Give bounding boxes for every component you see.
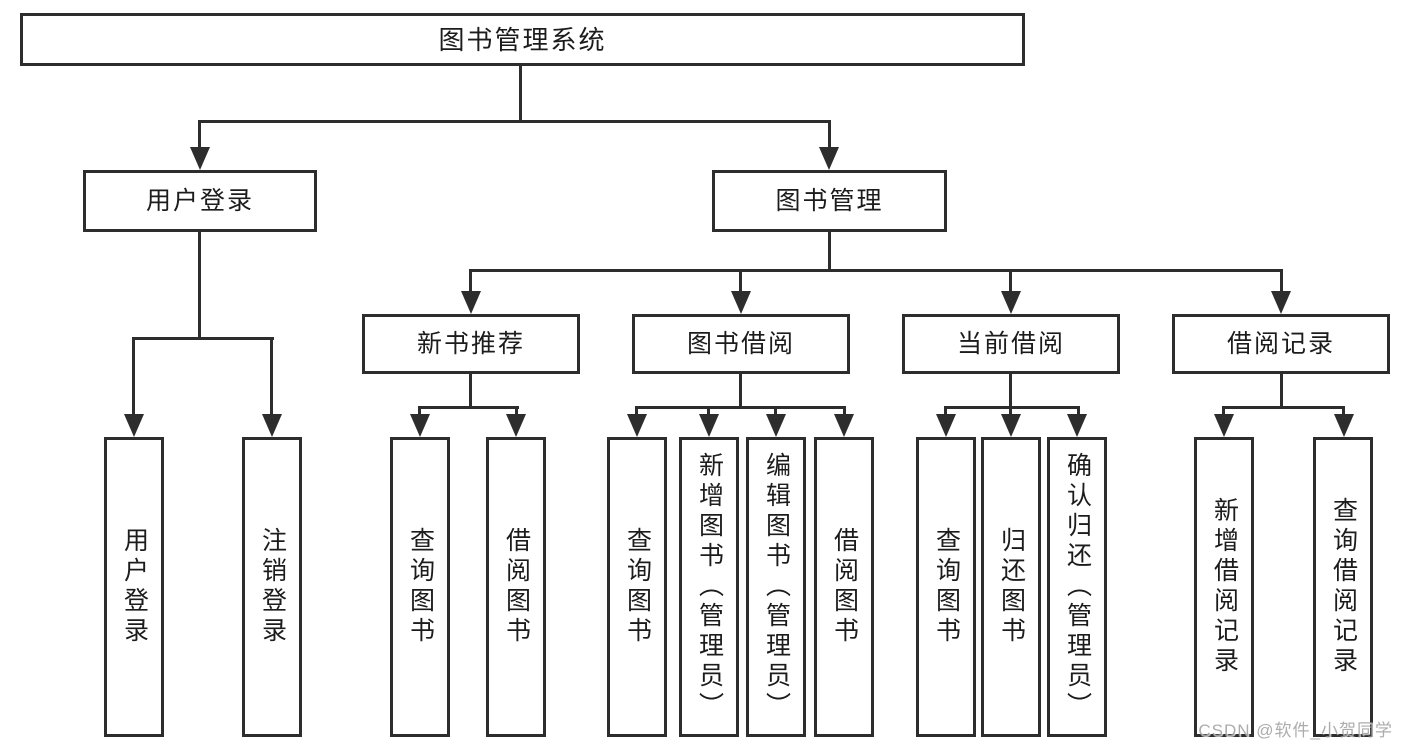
connector-line xyxy=(1280,269,1283,295)
leaf-records-query-record: 查询借阅记录 xyxy=(1313,437,1373,737)
node-user-login: 用户登录 xyxy=(83,170,317,232)
leaf-current-return-books: 归还图书 xyxy=(981,437,1041,737)
connector-line xyxy=(1009,406,1012,418)
arrow-down-icon xyxy=(1001,291,1021,314)
arrow-down-icon xyxy=(1334,414,1354,437)
connector-line xyxy=(635,406,846,409)
leaf-current-confirm-return-admin: 确认归还（管理员） xyxy=(1047,437,1107,737)
leaf-recommend-borrow-books: 借阅图书 xyxy=(486,437,546,737)
arrow-down-icon xyxy=(699,414,719,437)
connector-line xyxy=(418,406,421,418)
leaf-borrow-query-books: 查询图书 xyxy=(607,437,667,737)
leaf-current-query-books: 查询图书 xyxy=(916,437,976,737)
arrow-down-icon xyxy=(262,414,282,437)
arrow-down-icon xyxy=(1001,414,1021,437)
leaf-user-login: 用户登录 xyxy=(104,437,164,737)
node-new-book-recommend: 新书推荐 xyxy=(362,314,580,374)
connector-line xyxy=(469,269,472,295)
connector-line xyxy=(1009,269,1012,295)
connector-line xyxy=(1009,374,1012,409)
csdn-watermark: CSDN @软件_小贺同学 xyxy=(1198,721,1393,740)
leaf-recommend-query-books: 查询图书 xyxy=(390,437,450,737)
connector-line xyxy=(944,406,1080,409)
connector-line xyxy=(1222,406,1225,418)
connector-line xyxy=(132,337,274,340)
connector-line xyxy=(270,337,273,417)
connector-line xyxy=(707,406,710,418)
arrow-down-icon xyxy=(834,414,854,437)
leaf-logout: 注销登录 xyxy=(242,437,302,737)
arrow-down-icon xyxy=(461,291,481,314)
connector-line xyxy=(198,120,201,150)
arrow-down-icon xyxy=(731,291,751,314)
node-book-management: 图书管理 xyxy=(712,170,947,232)
connector-line xyxy=(515,406,518,418)
node-borrow-records: 借阅记录 xyxy=(1172,314,1390,374)
connector-line xyxy=(1222,406,1345,409)
connector-line xyxy=(1280,374,1283,409)
node-book-borrow: 图书借阅 xyxy=(632,314,850,374)
connector-line xyxy=(469,269,1283,272)
connector-line xyxy=(843,406,846,418)
arrow-down-icon xyxy=(410,414,430,437)
arrow-down-icon xyxy=(627,414,647,437)
connector-line xyxy=(519,64,522,123)
arrow-down-icon xyxy=(936,414,956,437)
arrow-down-icon xyxy=(1271,291,1291,314)
connector-line xyxy=(132,337,135,417)
connector-line xyxy=(198,120,831,123)
leaf-records-add-record: 新增借阅记录 xyxy=(1194,437,1254,737)
connector-line xyxy=(1077,406,1080,418)
arrow-down-icon xyxy=(190,147,210,170)
connector-line xyxy=(469,374,472,409)
connector-line xyxy=(739,374,742,409)
arrow-down-icon xyxy=(124,414,144,437)
connector-line xyxy=(828,232,831,272)
leaf-borrow-edit-books-admin: 编辑图书（管理员） xyxy=(746,437,806,737)
arrow-down-icon xyxy=(1067,414,1087,437)
node-current-borrow: 当前借阅 xyxy=(902,314,1120,374)
arrow-down-icon xyxy=(819,147,839,170)
arrow-down-icon xyxy=(766,414,786,437)
connector-line xyxy=(774,406,777,418)
leaf-borrow-add-books-admin: 新增图书（管理员） xyxy=(679,437,739,737)
connector-line xyxy=(418,406,519,409)
connector-line xyxy=(739,269,742,295)
arrow-down-icon xyxy=(506,414,526,437)
arrow-down-icon xyxy=(1214,414,1234,437)
connector-line xyxy=(198,232,201,340)
connector-line xyxy=(828,120,831,150)
connector-line xyxy=(635,406,638,418)
connector-line xyxy=(1342,406,1345,418)
connector-line xyxy=(944,406,947,418)
leaf-borrow-borrow-books: 借阅图书 xyxy=(814,437,874,737)
node-root-library-system: 图书管理系统 xyxy=(20,13,1025,66)
